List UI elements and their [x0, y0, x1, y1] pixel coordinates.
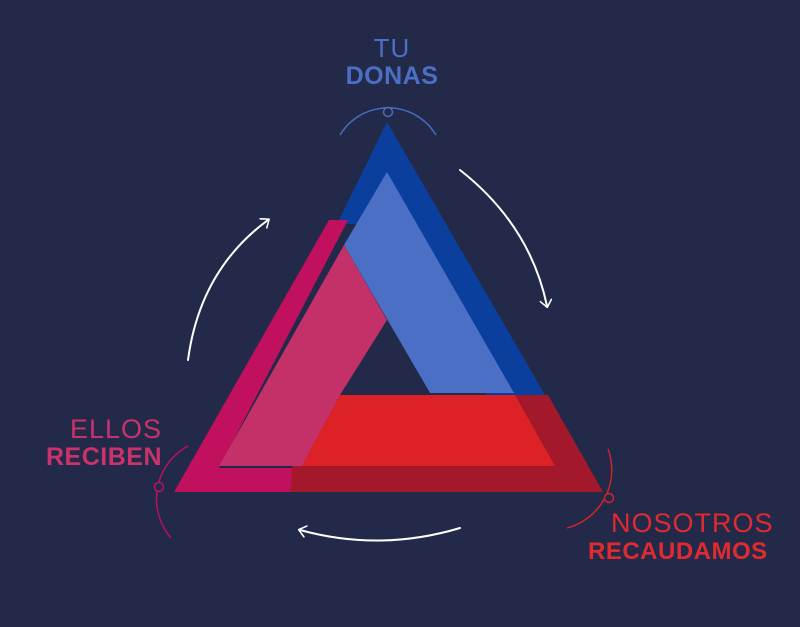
- inner-band-pink: [219, 245, 387, 466]
- outer-band-magenta: [174, 220, 348, 492]
- cycle-arrow-icon: [459, 169, 553, 309]
- cycle-arrow-icon: [187, 218, 270, 361]
- node-label-left-light: ELLOS: [69, 414, 162, 444]
- node-label-right-light: NOSOTROS: [611, 510, 774, 538]
- node-label-top-bold: DONAS: [345, 62, 439, 90]
- node-label-top-light: TU: [373, 33, 411, 63]
- inner-band-blue: [344, 172, 514, 393]
- node-label-left-bold: RECIBEN: [45, 443, 162, 471]
- inner-band-red: [302, 395, 555, 466]
- node-label-right-bold: RECAUDAMOS: [588, 538, 768, 564]
- node-marker-icon: [603, 492, 615, 504]
- node-marker-icon: [153, 481, 165, 493]
- node-label-left: ELLOS RECIBEN: [26, 416, 162, 470]
- center-cutout: [344, 320, 430, 393]
- node-label-top: TU DONAS: [336, 35, 448, 89]
- node-label-right: NOSOTROS RECAUDAMOS: [588, 510, 800, 564]
- node-marker-icon: [382, 106, 394, 118]
- cycle-arrow-icon: [297, 525, 461, 542]
